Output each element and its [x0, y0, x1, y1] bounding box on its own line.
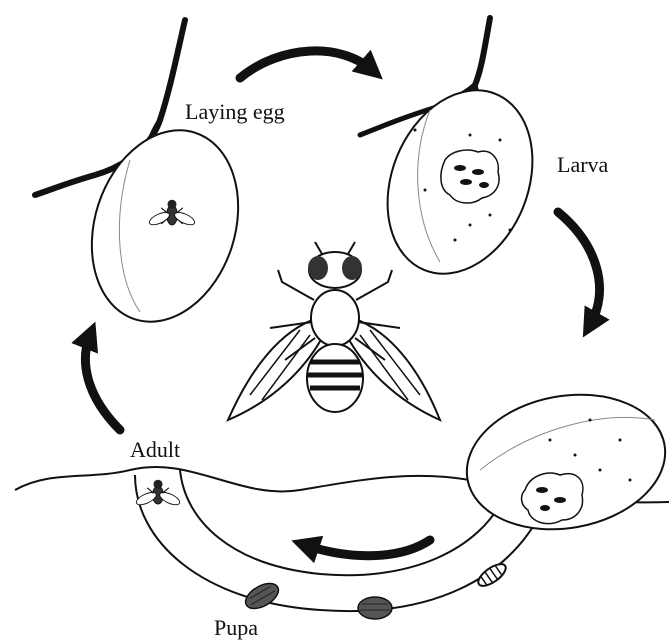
label-pupa: Pupa	[214, 617, 258, 639]
cycle-arrow-icon	[85, 335, 120, 430]
label-larva: Larva	[557, 154, 608, 176]
label-laying-egg: Laying egg	[185, 101, 285, 123]
cycle-arrow-icon	[240, 51, 372, 78]
fruit-with-egg-icon	[68, 111, 262, 341]
fruit-with-larva-icon	[361, 68, 558, 295]
larva-icon	[475, 560, 509, 590]
adult-fly-large-icon	[228, 242, 440, 420]
fallen-fruit-icon	[456, 380, 669, 545]
cycle-arrow-icon	[558, 212, 600, 325]
cycle-arrow-icon	[305, 540, 430, 556]
pupa-icon	[241, 578, 282, 613]
pupa-icon	[358, 597, 392, 619]
emerging-adult-fly-icon	[135, 480, 182, 508]
label-adult: Adult	[130, 439, 180, 461]
